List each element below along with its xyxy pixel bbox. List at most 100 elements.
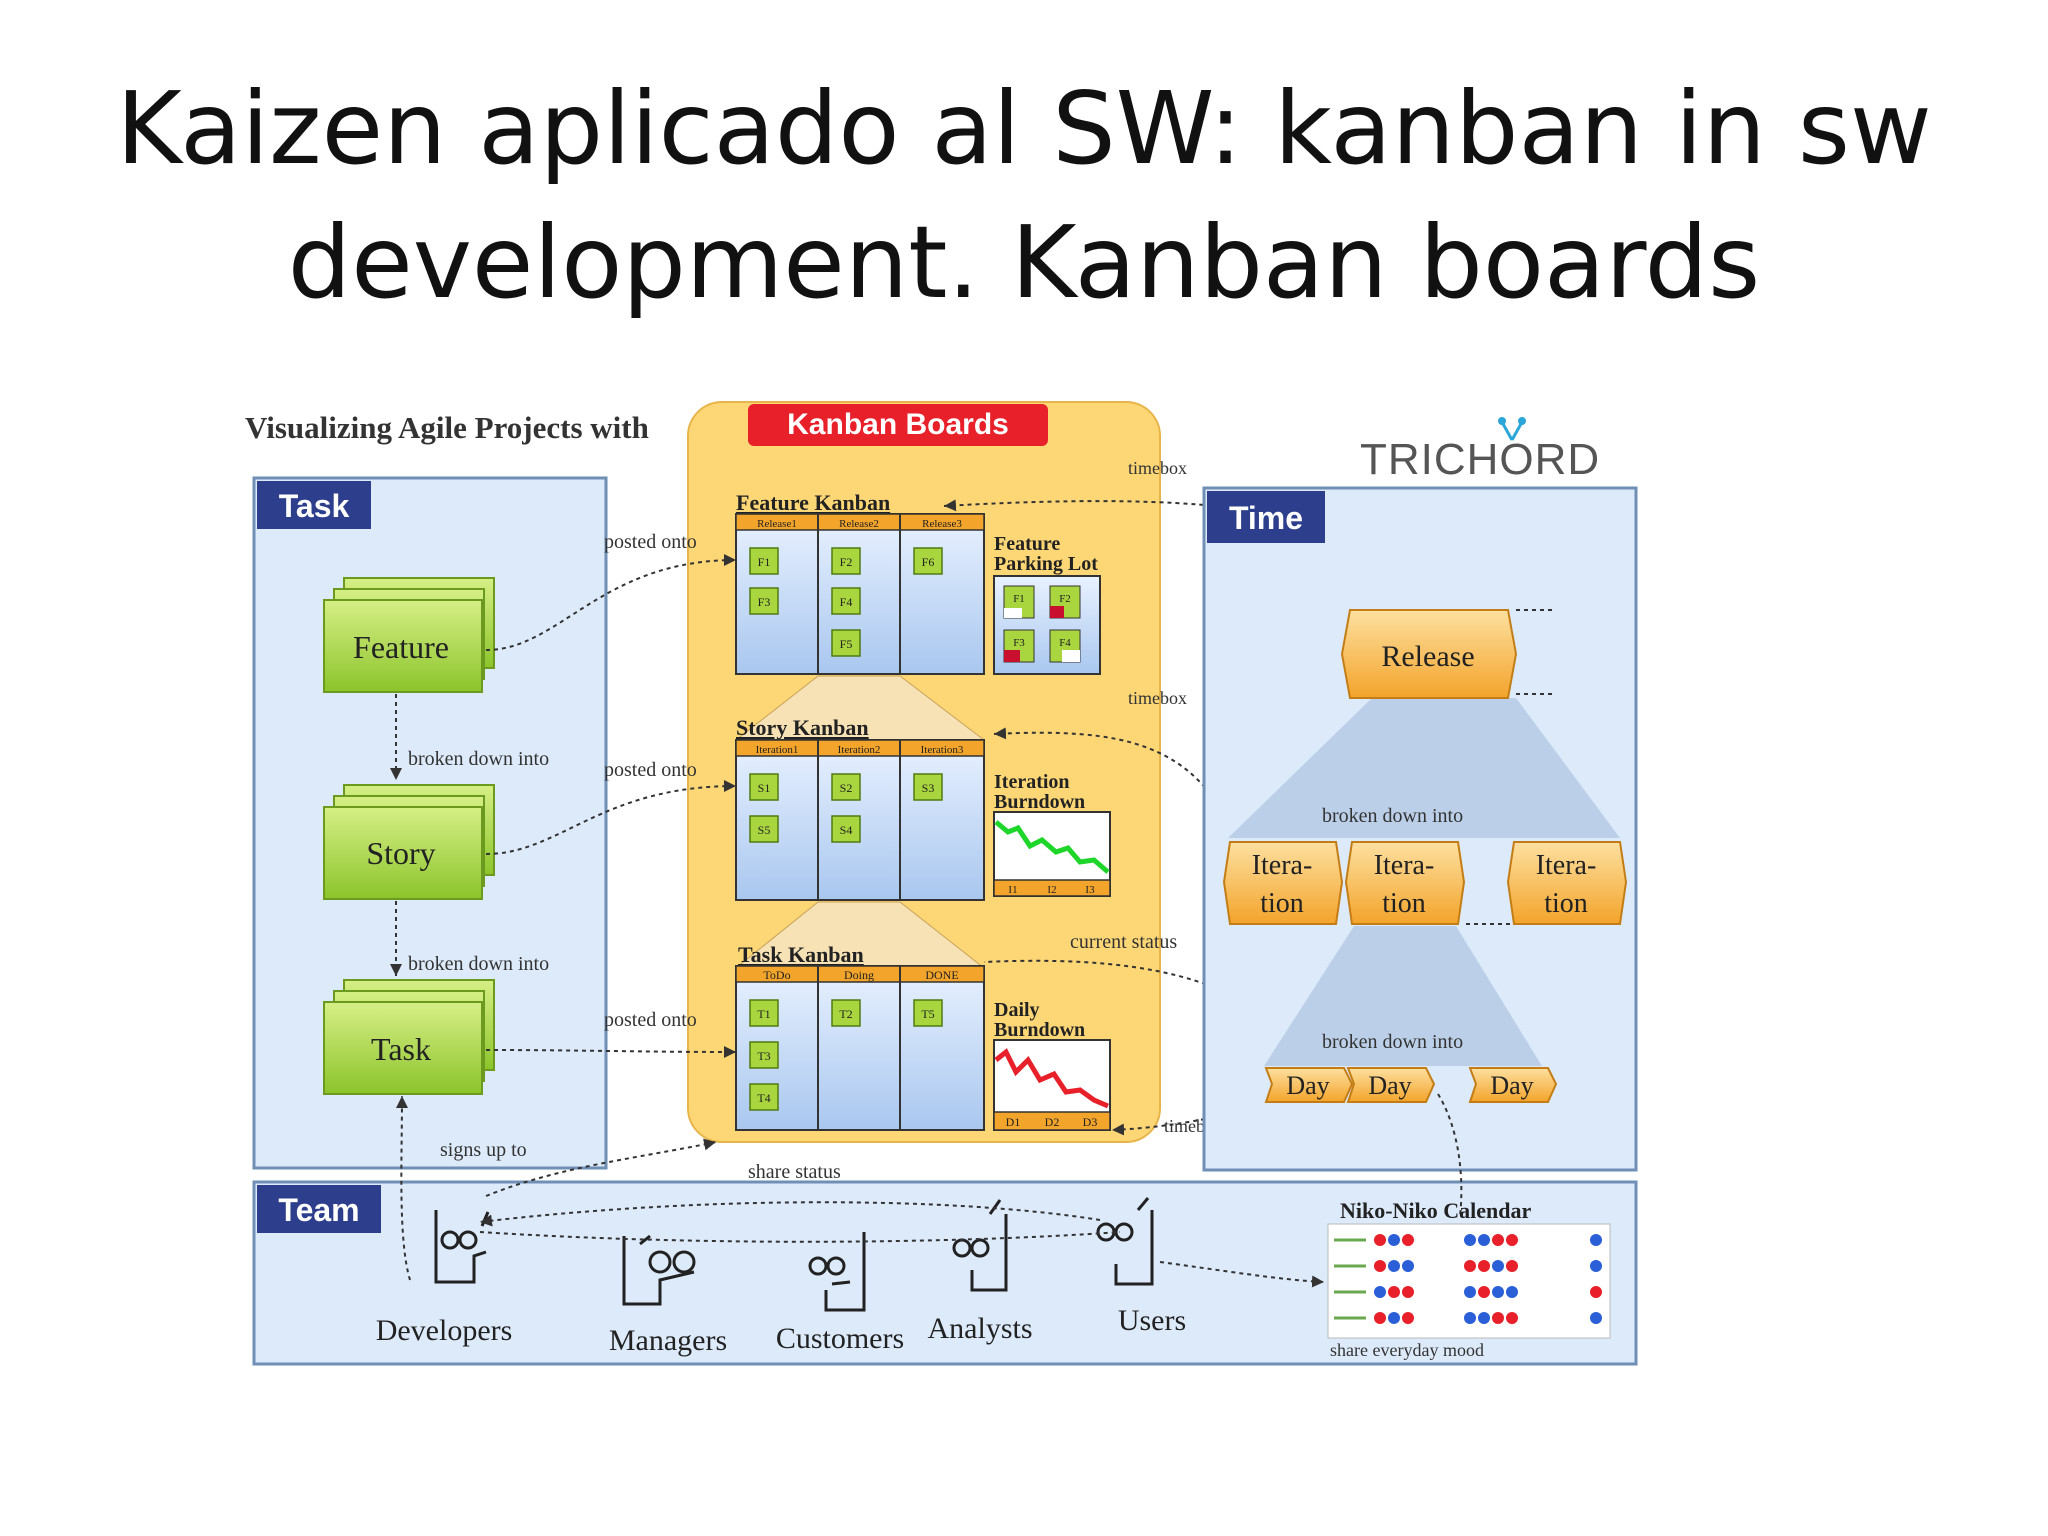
team-loop-arrow	[479, 1231, 1121, 1243]
svg-text:tion: tion	[1260, 888, 1304, 919]
trichord-logo-mark	[1498, 417, 1526, 441]
feature-card-f2: F2	[831, 547, 861, 575]
task-col-3: DONE	[925, 968, 958, 982]
slide-title-line-2: development. Kanban boards	[287, 204, 1761, 321]
mood-dot	[1464, 1234, 1476, 1246]
diagram-heading: Visualizing Agile Projects with	[245, 410, 649, 445]
mood-dot	[1590, 1312, 1602, 1324]
feature-kanban-title: Feature Kanban	[736, 490, 890, 515]
mood-dot	[1388, 1286, 1400, 1298]
feature-card-f4: F4	[831, 587, 861, 615]
task-card-t4: T4	[749, 1083, 779, 1111]
svg-text:S2: S2	[840, 781, 853, 795]
trichord-logo: TRICHORD	[1360, 435, 1600, 484]
iteration-burndown-title-1: Iteration	[994, 771, 1070, 793]
mood-dot	[1374, 1312, 1386, 1324]
svg-text:Day: Day	[1368, 1071, 1411, 1100]
feature-col-2: Release2	[839, 518, 879, 530]
svg-text:Day: Day	[1286, 1071, 1329, 1100]
story-card-s4: S4	[831, 815, 861, 843]
task-card-t1: T1	[749, 999, 779, 1027]
niko-niko-title: Niko-Niko Calendar	[1340, 1198, 1532, 1223]
daily-burndown-title-2: Burndown	[994, 1019, 1085, 1041]
feature-card-f5: F5	[831, 629, 861, 657]
feature-label: Feature	[353, 629, 449, 665]
mood-dot	[1506, 1234, 1518, 1246]
mood-dot	[1478, 1234, 1490, 1246]
task-card-t2: T2	[831, 999, 861, 1027]
iteration-node-3: Itera- tion	[1506, 841, 1628, 925]
story-card-s3: S3	[913, 773, 943, 801]
parking-lot-title-1: Feature	[994, 533, 1060, 555]
mood-dot	[1492, 1234, 1504, 1246]
svg-text:S1: S1	[758, 781, 771, 795]
story-card-s5: S5	[749, 815, 779, 843]
time-panel-label: Time	[1229, 500, 1303, 536]
svg-text:tion: tion	[1382, 888, 1426, 919]
day-to-calendar-arrow	[1437, 1093, 1463, 1217]
mood-dot	[1590, 1286, 1602, 1298]
team-member-customers: Customers	[776, 1322, 904, 1355]
task-card-t3: T3	[749, 1041, 779, 1069]
posted-onto-2: posted onto	[604, 759, 697, 781]
kanban-badge	[748, 404, 1048, 446]
story-col-3: Iteration3	[921, 744, 964, 756]
feature-posted-arrow	[485, 554, 737, 651]
mood-dot	[1506, 1286, 1518, 1298]
mood-dot	[1590, 1260, 1602, 1272]
release-label: Release	[1381, 640, 1474, 673]
mood-dot	[1374, 1260, 1386, 1272]
team-member-users: Users	[1118, 1304, 1186, 1337]
svg-text:Itera-: Itera-	[1536, 850, 1597, 881]
team-panel-label: Team	[278, 1192, 359, 1228]
daily-tick-2: D2	[1045, 1115, 1060, 1129]
day-node-1: Day	[1264, 1067, 1354, 1103]
svg-text:T5: T5	[921, 1007, 934, 1021]
svg-text:S5: S5	[758, 823, 771, 837]
niko-niko-caption: share everyday mood	[1330, 1340, 1484, 1360]
mood-dot	[1492, 1312, 1504, 1324]
svg-text:Itera-: Itera-	[1252, 850, 1313, 881]
posted-onto-1: posted onto	[604, 531, 697, 553]
kanban-badge-label: Kanban Boards	[787, 408, 1009, 441]
mood-dot	[1492, 1260, 1504, 1272]
task-broken-down-1: broken down into	[408, 748, 549, 770]
mood-dot	[1402, 1260, 1414, 1272]
release-fan	[1228, 698, 1620, 838]
mood-dot	[1388, 1234, 1400, 1246]
signs-up-arrow	[395, 1095, 411, 1281]
svg-text:F4: F4	[840, 595, 853, 609]
task-posted-arrow	[485, 1045, 737, 1058]
svg-text:S3: S3	[922, 781, 935, 795]
mood-dot	[1464, 1286, 1476, 1298]
users-to-calendar-arrow	[1159, 1261, 1325, 1288]
task-label: Task	[371, 1031, 431, 1067]
team-panel-label-box	[257, 1185, 381, 1233]
story-col-2: Iteration2	[838, 744, 881, 756]
signs-up-to-label: signs up to	[440, 1139, 527, 1161]
time-broken-down-2: broken down into	[1322, 1031, 1463, 1053]
parking-card-3: F3	[1013, 637, 1025, 649]
current-status-label: current status	[1070, 931, 1177, 953]
iteration-fan	[1264, 926, 1542, 1066]
customer-person-icon	[808, 1232, 866, 1312]
parking-card-1: F1	[1013, 593, 1025, 605]
manager-person-icon	[622, 1234, 696, 1306]
parking-card-2: F2	[1059, 593, 1071, 605]
timebox-release-arrow	[943, 499, 1321, 531]
svg-text:Day: Day	[1490, 1071, 1533, 1100]
svg-text:F2: F2	[840, 555, 853, 569]
mood-dot	[1478, 1286, 1490, 1298]
story-col-1: Iteration1	[756, 744, 799, 756]
svg-text:T4: T4	[757, 1091, 770, 1105]
daily-burndown-title-1: Daily	[994, 999, 1040, 1021]
team-member-developers: Developers	[376, 1314, 513, 1347]
task-panel-label-box	[257, 481, 371, 529]
time-broken-down-1: broken down into	[1322, 805, 1463, 827]
story-posted-arrow	[485, 780, 737, 855]
task-col-1: ToDo	[763, 968, 790, 982]
posted-onto-3: posted onto	[604, 1009, 697, 1031]
mood-dot	[1388, 1260, 1400, 1272]
task-broken-down-2: broken down into	[408, 953, 549, 975]
